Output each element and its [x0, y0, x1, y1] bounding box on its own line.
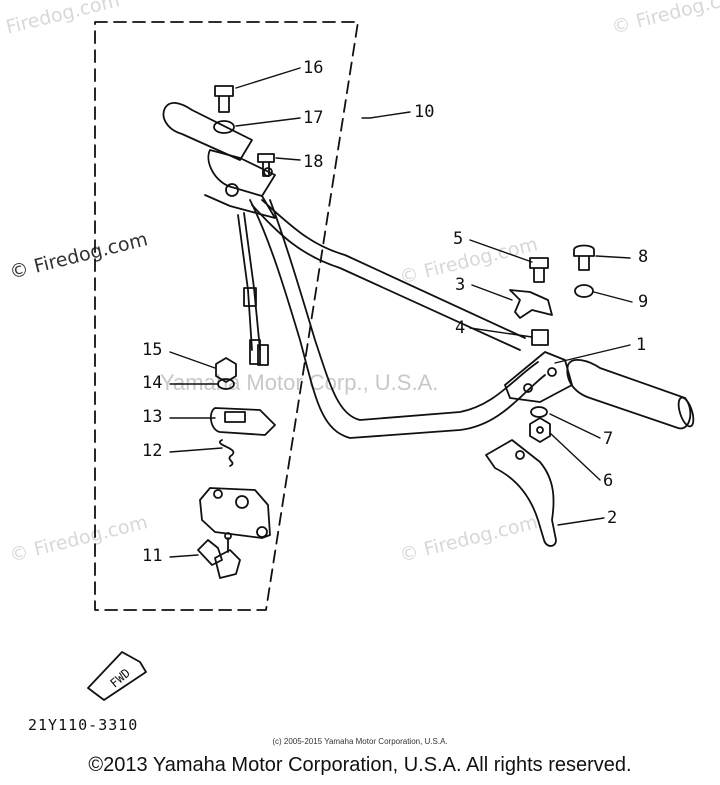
handlebar	[249, 199, 546, 439]
label-16: 16	[303, 58, 323, 78]
copyright-notice: ©2013 Yamaha Motor Corporation, U.S.A. A…	[88, 754, 632, 776]
label-3: 3	[455, 275, 465, 295]
label-14: 14	[142, 373, 162, 393]
label-4: 4	[455, 318, 465, 338]
part-number-labels: 16 17 18 10 5 3 4 8 9 1 7 6 2 15 14 13 1…	[142, 58, 648, 566]
watermark-center: Yamaha Motor Corp., U.S.A.	[160, 370, 439, 395]
lever-bracket	[504, 351, 573, 403]
part-9-washer	[574, 284, 594, 298]
part-5-bolt	[529, 257, 549, 283]
fwd-label: FWD	[107, 666, 133, 691]
label-5: 5	[453, 229, 463, 249]
label-17: 17	[303, 108, 323, 128]
right-grip	[566, 358, 695, 430]
part-13-guide	[209, 407, 276, 436]
assembly-outline	[94, 21, 359, 611]
label-13: 13	[142, 407, 162, 427]
label-1: 1	[636, 335, 646, 355]
label-11: 11	[142, 546, 162, 566]
fwd-arrow-icon	[87, 651, 147, 701]
part-14-washer	[217, 378, 235, 390]
label-15: 15	[142, 340, 162, 360]
part-4-collar	[531, 329, 549, 346]
fine-print: (c) 2005-2015 Yamaha Motor Corporation, …	[272, 737, 448, 746]
switch-housing	[199, 487, 271, 539]
label-8: 8	[638, 247, 648, 267]
part-6-nut	[529, 417, 551, 443]
part-16-bolt	[214, 85, 234, 113]
part-15-nut	[215, 357, 237, 383]
part-18-screw	[257, 153, 275, 177]
label-9: 9	[638, 292, 648, 312]
label-12: 12	[142, 441, 162, 461]
label-18: 18	[303, 152, 323, 172]
part-11-switch	[197, 532, 241, 579]
label-2: 2	[607, 508, 617, 528]
label-10: 10	[414, 102, 434, 122]
part-7-washer	[530, 406, 548, 418]
left-grip	[162, 102, 276, 219]
label-7: 7	[603, 429, 613, 449]
label-6: 6	[603, 471, 613, 491]
part-3-clip	[509, 289, 553, 319]
diagram-ref-number: 21Y110-3310	[28, 716, 139, 734]
part-8-bolt	[573, 244, 595, 271]
clutch-lever	[485, 439, 557, 547]
part-17-washer	[213, 120, 235, 134]
part-12-spring	[218, 439, 235, 467]
wiring-harness	[237, 212, 269, 366]
leader-lines	[169, 67, 633, 558]
